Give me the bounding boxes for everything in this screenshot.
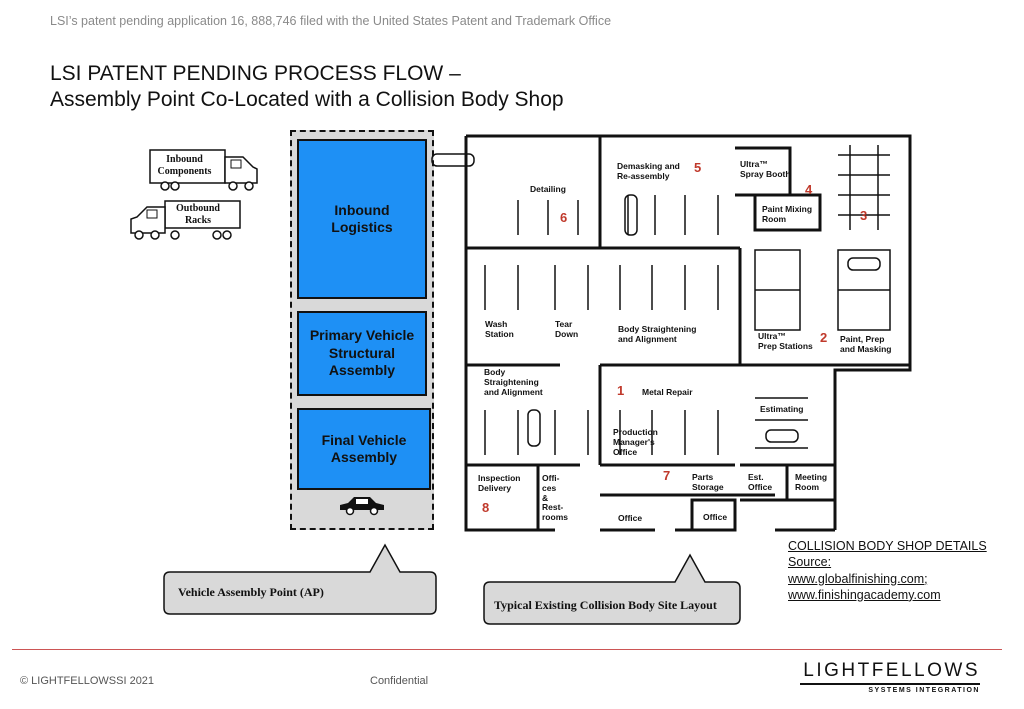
room-wash-station: Wash Station	[485, 319, 514, 339]
details-source: Source:	[788, 555, 832, 570]
ap-callout-bubble	[163, 543, 437, 615]
footer-divider	[12, 649, 1002, 650]
copyright: © LIGHTFELLOWSSI 2021	[20, 675, 155, 687]
station-number-4: 4	[805, 182, 813, 197]
company-logo: LIGHTFELLOWS SYSTEMS INTEGRATION	[800, 660, 980, 694]
station-number-7: 7	[663, 468, 671, 483]
room-inspection: Inspection Delivery	[478, 473, 521, 493]
logo-main-text: LIGHTFELLOWS	[803, 660, 980, 681]
primary-structural-assembly-box: Primary Vehicle Structural Assembly	[297, 311, 427, 396]
logo-sub-text: SYSTEMS INTEGRATION	[800, 683, 980, 694]
car-icon	[340, 497, 384, 516]
link-globalfinishing[interactable]: www.globalfinishing.com;	[788, 571, 928, 586]
outbound-truck-icon	[130, 200, 241, 240]
confidential-label: Confidential	[370, 675, 429, 687]
room-tear-down: Tear Down	[555, 319, 579, 339]
station-number-6: 6	[560, 210, 568, 225]
room-office-1: Office	[618, 513, 643, 523]
trucks-graphic	[130, 149, 258, 240]
station-number-8: 8	[482, 500, 490, 515]
room-demasking: Demasking and Re-assembly	[617, 161, 680, 181]
layout-callout-text: Typical Existing Collision Body Site Lay…	[494, 598, 717, 612]
layout-callout-bubble	[483, 553, 741, 625]
room-est-office: Est. Office	[748, 472, 773, 492]
inbound-truck-icon	[149, 149, 258, 191]
room-detailing: Detailing	[530, 184, 566, 194]
final-vehicle-assembly-box: Final Vehicle Assembly	[297, 408, 431, 490]
inbound-logistics-box: Inbound Logistics	[297, 139, 427, 299]
room-estimating: Estimating	[760, 404, 804, 414]
page-title: LSI PATENT PENDING PROCESS FLOW –	[50, 62, 461, 85]
link-finishingacademy[interactable]: www.finishingacademy.com	[788, 587, 941, 602]
room-parts-storage: Parts Storage	[692, 472, 724, 492]
room-body-straightening-left: Body Straightening and Alignment	[484, 367, 543, 397]
page-subtitle: Assembly Point Co-Located with a Collisi…	[50, 88, 564, 111]
room-prep-stations: Ultra™ Prep Stations	[758, 331, 813, 351]
station-number-2: 2	[820, 330, 828, 345]
room-production-manager: Production Manager's Office	[613, 427, 658, 457]
room-meeting: Meeting Room	[795, 472, 828, 492]
room-body-straightening-top: Body Straightening and Alignment	[618, 324, 697, 344]
inbound-truck-label: Inbound Components	[157, 154, 212, 177]
header-note: LSI’s patent pending application 16, 888…	[50, 14, 612, 28]
station-number-1: 1	[617, 383, 625, 398]
ap-callout-text: Vehicle Assembly Point (AP)	[178, 585, 324, 599]
outbound-truck-label: Outbound Racks	[176, 203, 220, 226]
floor-plan	[431, 134, 912, 532]
station-number-5: 5	[694, 160, 702, 175]
details-heading: COLLISION BODY SHOP DETAILS	[788, 539, 987, 553]
room-office-2: Office	[703, 512, 728, 522]
station-number-3: 3	[860, 208, 868, 223]
room-offices-restrooms: Offi- ces & Rest- rooms	[542, 473, 568, 523]
details-block: COLLISION BODY SHOP DETAILS Source: www.…	[788, 538, 987, 603]
room-spray-booth: Ultra™ Spray Booth	[740, 159, 791, 179]
room-metal-repair: Metal Repair	[642, 387, 693, 397]
room-paint-prep-masking: Paint, Prep and Masking	[840, 334, 892, 354]
room-paint-mixing: Paint Mixing Room	[762, 204, 813, 224]
